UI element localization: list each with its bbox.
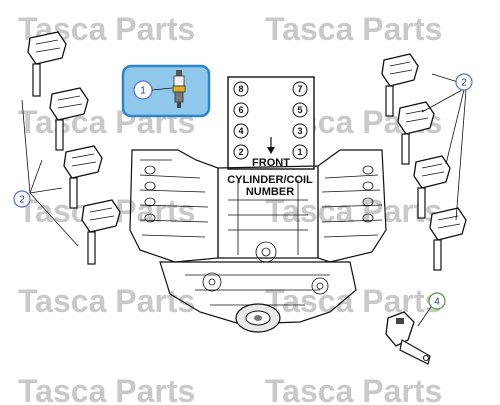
- ignition-coil-icon: [63, 145, 103, 209]
- leader-line: [455, 89, 467, 221]
- callout-label: 1: [140, 86, 146, 97]
- callout-label: 4: [434, 297, 440, 308]
- cylinder-number: 1: [297, 147, 302, 157]
- front-label: FRONT: [252, 157, 290, 169]
- watermark-text: Tasca Parts: [265, 373, 442, 405]
- leader-line: [417, 306, 432, 327]
- watermark-text: Tasca Parts: [265, 193, 442, 229]
- leader-line: [29, 159, 43, 194]
- leader-line: [29, 192, 79, 247]
- watermark-text: Tasca Parts: [265, 11, 442, 47]
- watermark-text: Tasca Parts: [18, 283, 195, 319]
- cylinder-circle: [233, 123, 249, 139]
- callout-circle: [455, 73, 473, 91]
- leader-line: [421, 89, 463, 113]
- ignition-coil-icon: [49, 87, 89, 151]
- ignition-coil-icon: [27, 31, 67, 97]
- ignition-coil-icon: [81, 199, 121, 265]
- watermark-text: Tasca Parts: [18, 373, 195, 405]
- cylinder-legend: 8 6 4 2 7 5 3 1 FRONT CYLINDER/COIL NUMB…: [227, 76, 315, 198]
- left-bank: 8 6 4 2: [233, 81, 249, 160]
- leader-line: [151, 87, 173, 91]
- cylinder-circle: [292, 144, 308, 160]
- cylinder-number: 5: [297, 105, 302, 115]
- leader-line: [29, 187, 63, 194]
- spark-plug-icon: [172, 70, 186, 108]
- ignition-coil-icon: [381, 53, 419, 117]
- right-bank: 7 5 3 1: [292, 81, 308, 160]
- cylinder-circle: [292, 102, 308, 118]
- cylinder-number: 6: [238, 105, 243, 115]
- cylinder-number: 7: [297, 84, 302, 94]
- legend-title-line1: CYLINDER/COIL: [227, 174, 313, 186]
- coil-callout-left[interactable]: 2: [13, 99, 79, 247]
- highlight-box: [121, 64, 211, 118]
- coil-callout-right[interactable]: 2: [421, 73, 473, 221]
- cylinder-circle: [292, 81, 308, 97]
- sensor-icon: [385, 311, 431, 365]
- callout-circle: [428, 292, 446, 310]
- legend-title-line2: NUMBER: [246, 186, 294, 198]
- cylinder-circle: [233, 102, 249, 118]
- cylinder-circle: [233, 144, 249, 160]
- leader-line: [431, 73, 459, 83]
- right-coils: [381, 53, 467, 271]
- watermark-text: Tasca Parts: [265, 283, 442, 319]
- engine-illustration: [129, 149, 387, 333]
- front-arrow-icon: [267, 137, 275, 154]
- cylinder-number: 4: [238, 126, 243, 136]
- ignition-coil-icon: [413, 155, 451, 219]
- cylinder-number: 3: [297, 126, 302, 136]
- sensor-callout[interactable]: 4: [385, 292, 446, 365]
- left-coils: [27, 31, 121, 265]
- spark-plug-callout[interactable]: 1: [121, 64, 211, 118]
- cylinder-circle: [233, 81, 249, 97]
- ignition-coil-icon: [429, 207, 467, 271]
- cylinder-circle: [292, 123, 308, 139]
- cylinder-number: 2: [238, 147, 243, 157]
- crank-pulley: [235, 303, 281, 333]
- callout-circle: [13, 190, 31, 208]
- cylinder-number: 8: [238, 84, 243, 94]
- watermark-layer: Tasca Parts Tasca Parts Tasca Parts Tasc…: [18, 11, 442, 405]
- leader-line: [445, 89, 465, 165]
- callout-label: 2: [19, 195, 25, 206]
- callout-label: 2: [461, 78, 467, 89]
- leader-line: [21, 99, 31, 194]
